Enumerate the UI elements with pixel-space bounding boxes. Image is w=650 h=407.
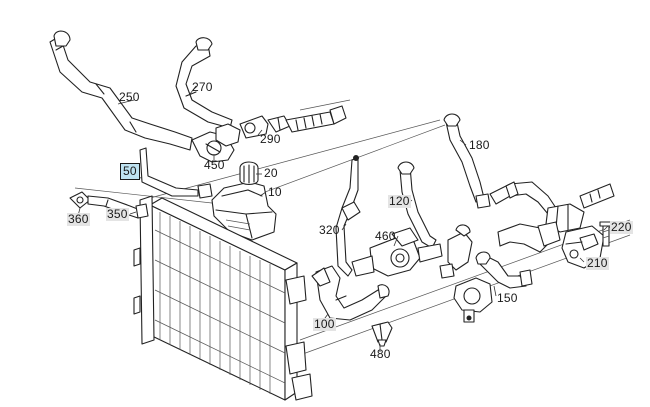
label-320: 320 (319, 223, 340, 237)
ribbed-hose-upper (285, 105, 347, 133)
tank-cap-20 (239, 161, 259, 186)
hose-320 (335, 155, 361, 277)
valve-460 (351, 227, 443, 277)
hose-50 (139, 147, 213, 199)
hose-270 (175, 37, 233, 129)
label-220: 220 (610, 220, 633, 234)
label-460: 460 (375, 229, 396, 243)
label-50: 50 (120, 163, 140, 180)
expansion-tank-10 (211, 181, 277, 241)
label-20: 20 (264, 166, 278, 180)
label-210: 210 (586, 256, 609, 270)
label-480: 480 (370, 347, 391, 361)
connector-290 (239, 115, 291, 139)
screw-220 (599, 221, 613, 247)
label-360: 360 (67, 212, 90, 226)
connector-450 (191, 123, 241, 163)
hose-180 (443, 113, 491, 209)
connector-pipe-mid (439, 224, 473, 279)
label-290: 290 (260, 132, 281, 146)
hose-150 (475, 251, 533, 289)
label-450: 450 (204, 158, 225, 172)
label-10: 10 (268, 185, 282, 199)
label-250: 250 (119, 90, 140, 104)
label-150: 150 (497, 291, 518, 305)
label-270: 270 (192, 80, 213, 94)
label-100: 100 (313, 317, 336, 331)
clip-480 (371, 321, 393, 347)
clamp-360 (69, 191, 91, 209)
label-350: 350 (106, 207, 129, 221)
water-pump (453, 277, 493, 323)
hose-cluster-right (489, 181, 615, 253)
label-120: 120 (388, 194, 411, 208)
label-180: 180 (469, 138, 490, 152)
hose-250 (49, 30, 193, 151)
leader-lines (77, 85, 609, 352)
radiator (133, 195, 313, 401)
